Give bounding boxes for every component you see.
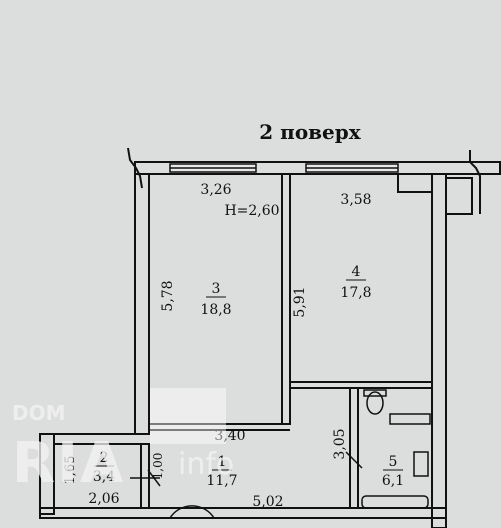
room3-width-label: 3,26 (200, 182, 231, 198)
room4-length-label: 5,91 (292, 286, 308, 317)
watermark-line1: DOM (12, 401, 66, 425)
watermark-line3: info (178, 447, 234, 482)
room3-number: 3 (212, 281, 221, 297)
storage-length-label: 1,65 (63, 456, 78, 485)
bathtub-icon (361, 495, 429, 509)
floor-title: 2 поверх (259, 120, 361, 144)
watermark-logo: DOM RIA info (12, 388, 234, 496)
room2-area: 3,4 (93, 469, 115, 485)
hall-width-label: 3,40 (214, 428, 245, 444)
bath-length-label: 3,05 (332, 428, 348, 459)
room5-number: 5 (389, 454, 398, 470)
hall-length-label: 5,02 (252, 494, 283, 510)
room3-area: 18,8 (200, 302, 231, 318)
room1-number: 1 (218, 454, 227, 470)
exterior-walls (39, 161, 501, 528)
right-column (445, 177, 473, 215)
height-note: H=2,60 (224, 203, 279, 219)
room4-number: 4 (352, 264, 361, 280)
right-wall (431, 173, 447, 528)
windows (169, 163, 399, 173)
interior-walls (140, 173, 433, 509)
bathroom-fixtures (361, 389, 429, 509)
left-wall (134, 173, 150, 435)
door-hall (169, 505, 215, 519)
sink-icon (413, 451, 429, 477)
room3-length-label: 5,78 (160, 280, 176, 311)
bottom-wall (39, 507, 447, 519)
door-marks (169, 413, 431, 519)
room5-area: 6,1 (382, 473, 404, 489)
wall-break-marks (127, 147, 481, 214)
storage-width-label: 2,06 (88, 491, 119, 507)
room2-number: 2 (100, 450, 109, 466)
dimension-marks (130, 451, 363, 487)
toilet-icon (366, 391, 384, 415)
room4-width-label: 3,58 (340, 192, 371, 208)
hall-side-label: 1,00 (151, 453, 165, 480)
watermark-line2: RIA (12, 431, 125, 496)
room4-area: 17,8 (340, 285, 371, 301)
room1-area: 11,7 (206, 473, 237, 489)
